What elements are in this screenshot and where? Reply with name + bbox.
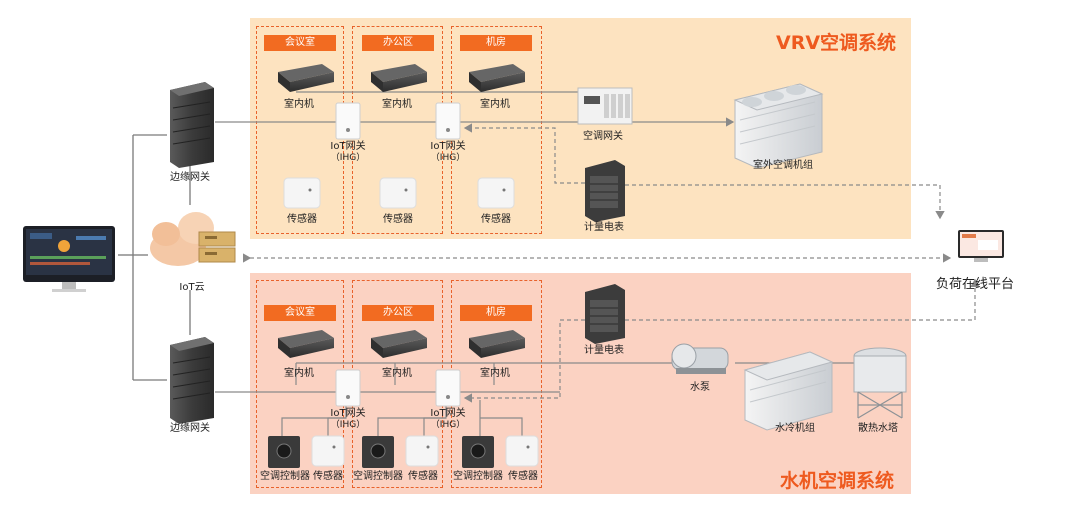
vrv-indoor-unit-label: 室内机	[284, 99, 314, 110]
edge-gateway-bottom-label: 边缘网关	[170, 423, 210, 434]
vrv-indoor-unit-icon	[469, 64, 525, 92]
water-controller-icon	[268, 436, 300, 468]
water-sensor-icon	[311, 435, 345, 467]
ac-gateway-label: 空调网关	[583, 131, 623, 142]
ac-gateway-icon	[577, 87, 633, 125]
outdoor-unit-label: 室外空调机组	[753, 160, 813, 171]
water-pump-label: 水泵	[690, 382, 710, 393]
water-sensor-label: 传感器	[408, 471, 438, 482]
vrv-iot-gateway-icon	[435, 102, 461, 140]
water-indoor-unit-icon	[469, 330, 525, 358]
vrv-system-title: VRV空调系统	[776, 32, 897, 54]
water-controller-icon	[462, 436, 494, 468]
vrv-meter-link	[463, 123, 585, 184]
vrv-sensor-label: 传感器	[481, 214, 511, 225]
vrv-sensor-icon	[477, 177, 515, 209]
vrv-iot-gateway-label: IoT网关	[330, 141, 366, 152]
water-ihg-label: （IHG）	[330, 420, 366, 430]
water-iot-gateway-icon	[335, 369, 361, 407]
water-indoor-unit-label: 室内机	[284, 368, 314, 379]
vrv-sensor-label: 传感器	[383, 214, 413, 225]
water-indoor-unit-icon	[278, 330, 334, 358]
vrv-sensor-icon	[283, 177, 321, 209]
vrv-bus-lines	[215, 91, 735, 127]
chiller-label: 水冷机组	[775, 423, 815, 434]
dashboard-monitor-icon	[23, 226, 115, 292]
cooling-tower-label: 散热水塔	[858, 423, 898, 434]
backbone-lines	[118, 134, 191, 381]
vrv-indoor-unit-icon	[278, 64, 334, 92]
vrv-meter-icon	[585, 160, 625, 222]
water-controller-label: 空调控制器	[260, 471, 310, 482]
vrv-room-tag: 机房	[460, 35, 532, 51]
vrv-indoor-unit-icon	[371, 64, 427, 92]
water-iot-gateway-label: IoT网关	[430, 408, 466, 419]
water-indoor-unit-label: 室内机	[480, 368, 510, 379]
water-sensor-label: 传感器	[313, 471, 343, 482]
water-meter-label: 计量电表	[584, 345, 624, 356]
vrv-room-tag: 会议室	[264, 35, 336, 51]
water-ihg-label: （IHG）	[430, 420, 466, 430]
vrv-iot-gateway-label: IoT网关	[430, 141, 466, 152]
water-platform-link	[625, 278, 980, 321]
water-controller-icon	[362, 436, 394, 468]
water-sensor-icon	[405, 435, 439, 467]
water-pump-icon	[671, 343, 729, 374]
water-room-tag: 办公区	[362, 305, 434, 321]
vrv-room-tag: 办公区	[362, 35, 434, 51]
edge-gateway-top-label: 边缘网关	[170, 172, 210, 183]
water-iot-gateway-icon	[435, 369, 461, 407]
water-indoor-unit-label: 室内机	[382, 368, 412, 379]
edge-gateway-bottom-icon	[170, 337, 214, 424]
iot-cloud-label: IoT云	[179, 282, 205, 293]
water-indoor-unit-icon	[371, 330, 427, 358]
vrv-iot-gateway-icon	[335, 102, 361, 140]
water-iot-gateway-label: IoT网关	[330, 408, 366, 419]
vrv-sensor-icon	[379, 177, 417, 209]
vrv-sensor-label: 传感器	[287, 214, 317, 225]
vrv-meter-label: 计量电表	[584, 222, 624, 233]
iot-cloud-icon	[150, 212, 236, 266]
water-controller-label: 空调控制器	[453, 471, 503, 482]
edge-gateway-top-icon	[170, 82, 214, 168]
cooling-tower-icon	[853, 347, 907, 419]
vrv-outdoor-unit-icon	[733, 83, 824, 169]
vrv-platform-link	[625, 184, 945, 220]
water-room-tag: 会议室	[264, 305, 336, 321]
vrv-ihg-label: （IHG）	[430, 153, 466, 163]
chiller-icon	[743, 351, 834, 431]
water-sensor-icon	[505, 435, 539, 467]
water-controller-label: 空调控制器	[353, 471, 403, 482]
vrv-indoor-unit-label: 室内机	[480, 99, 510, 110]
water-sensor-label: 传感器	[508, 471, 538, 482]
vrv-indoor-unit-label: 室内机	[382, 99, 412, 110]
water-meter-icon	[585, 284, 625, 344]
water-meter-link	[463, 319, 585, 403]
water-room-tag: 机房	[460, 305, 532, 321]
load-platform-label: 负荷在线平台	[936, 277, 1015, 292]
load-platform-icon	[958, 230, 1004, 262]
vrv-ihg-label: （IHG）	[330, 153, 366, 163]
water-system-title: 水机空调系统	[780, 470, 895, 492]
